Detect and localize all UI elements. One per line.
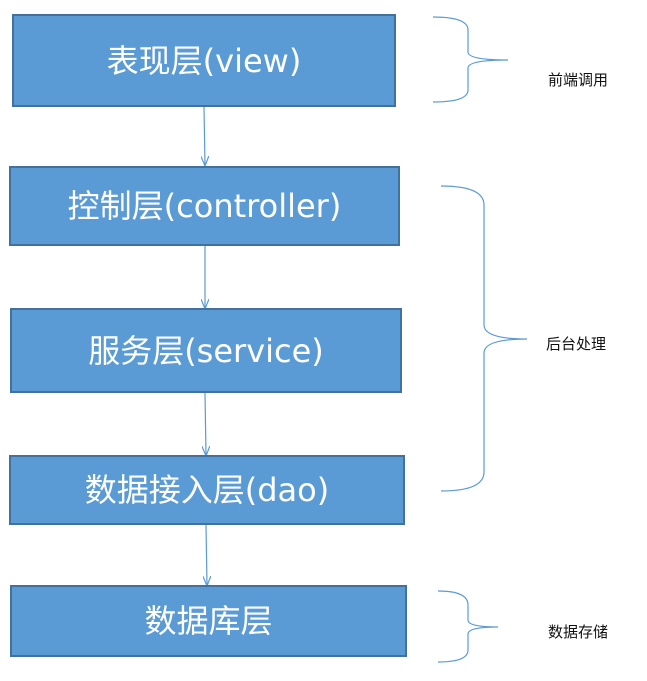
group-label-storage: 数据存储 — [548, 623, 609, 641]
arrow-dao-to-database — [206, 524, 207, 585]
layer-box-dao: 数据接入层(dao) — [9, 455, 405, 525]
layer-label-controller: 控制层(controller) — [67, 187, 342, 225]
layer-label-view: 表现层(view) — [106, 41, 302, 80]
layer-box-controller: 控制层(controller) — [9, 166, 400, 246]
group-label-frontend: 前端调用 — [548, 71, 609, 89]
brace-backend — [440, 185, 528, 492]
group-label-backend: 后台处理 — [546, 335, 607, 353]
layer-label-dao: 数据接入层(dao) — [84, 471, 330, 509]
layer-box-database: 数据库层 — [10, 585, 407, 657]
arrow-view-to-controller — [204, 106, 205, 165]
layer-label-service: 服务层(service) — [88, 331, 324, 370]
layer-box-view: 表现层(view) — [12, 14, 396, 107]
layer-label-database: 数据库层 — [144, 602, 273, 640]
brace-storage — [437, 590, 499, 663]
arrow-service-to-dao — [205, 392, 206, 455]
brace-frontend — [432, 16, 509, 103]
layer-box-service: 服务层(service) — [10, 308, 402, 393]
